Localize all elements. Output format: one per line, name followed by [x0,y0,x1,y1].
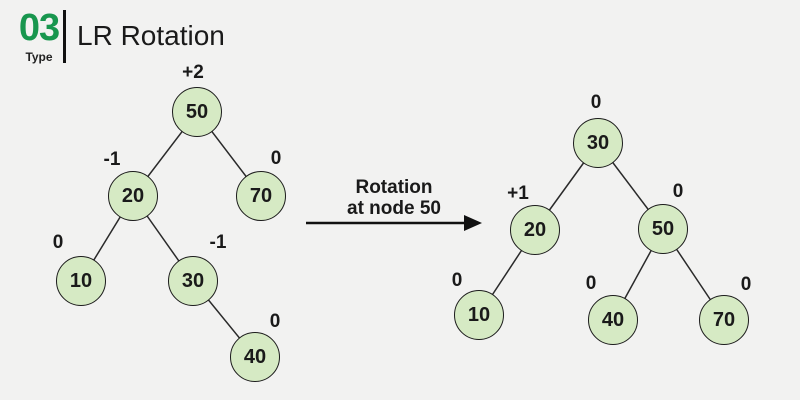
tree-node-before-10: 10 [56,256,106,306]
type-label: Type [25,50,53,64]
balance-label-before-30: -1 [209,232,227,253]
balance-label-after-70: 0 [740,274,752,295]
rotation-caption-line1: Rotation [355,177,433,198]
balance-label-after-20: +1 [507,183,529,204]
tree-node-before-40: 40 [230,332,280,382]
header-divider [63,10,66,63]
balance-label-before-40: 0 [269,311,281,332]
rotation-caption-line2: at node 50 [347,198,441,219]
tree-node-after-70: 70 [699,295,749,345]
tree-node-after-10: 10 [454,290,504,340]
rotation-arrow [306,215,482,231]
balance-label-after-50: 0 [672,181,684,202]
balance-label-before-20: -1 [103,149,121,170]
tree-node-before-50: 50 [172,87,222,137]
rotation-caption: Rotation at node 50 [308,177,480,219]
type-number: 03 [18,7,60,49]
balance-label-before-10: 0 [52,232,64,253]
arrow-head-icon [464,215,482,231]
tree-node-after-50: 50 [638,204,688,254]
balance-label-before-50: +2 [182,62,204,83]
tree-node-after-20: 20 [510,205,560,255]
balance-label-after-30: 0 [590,92,602,113]
tree-node-before-70: 70 [236,171,286,221]
balance-label-before-70: 0 [270,148,282,169]
tree-node-before-30: 30 [168,256,218,306]
page-title: LR Rotation [77,20,225,51]
tree-node-after-40: 40 [588,295,638,345]
balance-label-after-40: 0 [585,273,597,294]
tree-node-after-30: 30 [573,118,623,168]
tree-node-before-20: 20 [108,171,158,221]
balance-label-after-10: 0 [451,270,463,291]
